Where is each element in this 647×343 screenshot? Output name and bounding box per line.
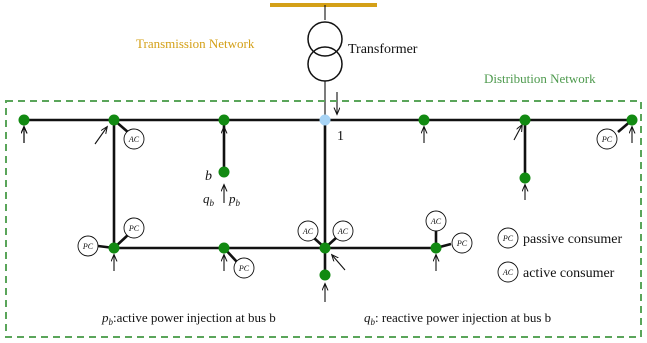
bus-nodes	[18, 114, 638, 281]
svg-text:AC: AC	[337, 227, 349, 236]
bus-1-label: 1	[337, 129, 344, 144]
bus-node	[108, 242, 120, 254]
svg-text:active consumer: active consumer	[523, 266, 615, 281]
svg-text:qb: reactive power injection a: qb: reactive power injection at bus b	[364, 310, 551, 327]
svg-text:AC: AC	[128, 135, 140, 144]
svg-text:AC: AC	[502, 268, 514, 277]
bus-node	[430, 242, 442, 254]
distribution-network-boundary	[5, 100, 642, 338]
consumer-pc: PC	[596, 128, 618, 150]
note-reactive-power: qb: reactive power injection at bus b	[364, 310, 551, 327]
svg-text:PC: PC	[601, 135, 613, 144]
svg-text:PC: PC	[238, 264, 250, 273]
transformer-label: Transformer	[348, 42, 418, 57]
substation-bus-node	[319, 114, 331, 126]
injection-arrows	[24, 125, 632, 302]
bus-b-injection-label: qb pb	[203, 191, 241, 208]
bus-node	[218, 114, 230, 126]
svg-text:PC: PC	[128, 224, 140, 233]
bus-node	[218, 242, 230, 254]
note-active-power: pb:active power injection at bus b	[101, 310, 276, 327]
svg-text:qb: qb	[203, 191, 215, 208]
legend-active-consumer: AC active consumer	[497, 261, 615, 283]
legend-passive-consumer: PC passive consumer	[497, 227, 622, 249]
distribution-network-label: Distribution Network	[484, 71, 596, 86]
bus-node	[319, 242, 331, 254]
svg-text:PC: PC	[502, 234, 514, 243]
consumer-ac: AC	[297, 220, 319, 242]
consumer-pc: PC	[77, 235, 99, 257]
svg-text:pb: pb	[228, 191, 241, 208]
svg-text:passive consumer: passive consumer	[523, 232, 622, 247]
consumer-ac: AC	[425, 210, 447, 232]
bus-node	[108, 114, 120, 126]
svg-text:PC: PC	[82, 242, 94, 251]
bus-node	[626, 114, 638, 126]
bus-node	[18, 114, 30, 126]
bus-node-b	[218, 166, 230, 178]
transformer-winding-secondary	[307, 46, 343, 82]
bus-node	[519, 172, 531, 184]
consumer-ac: AC	[123, 128, 145, 150]
svg-text:PC: PC	[456, 239, 468, 248]
consumer-ac: AC	[332, 220, 354, 242]
svg-text:pb:active power injection at b: pb:active power injection at bus b	[101, 310, 276, 327]
transformer-winding-primary	[307, 21, 343, 57]
consumer-pc: PC	[123, 217, 145, 239]
bus-node	[519, 114, 531, 126]
svg-text:AC: AC	[302, 227, 314, 236]
consumer-pc: PC	[451, 232, 473, 254]
svg-text:AC: AC	[430, 217, 442, 226]
transmission-network-label: Transmission Network	[136, 36, 255, 51]
bus-b-label: b	[205, 169, 212, 184]
bus-node	[319, 269, 331, 281]
consumer-pc: PC	[233, 257, 255, 279]
bus-node	[418, 114, 430, 126]
